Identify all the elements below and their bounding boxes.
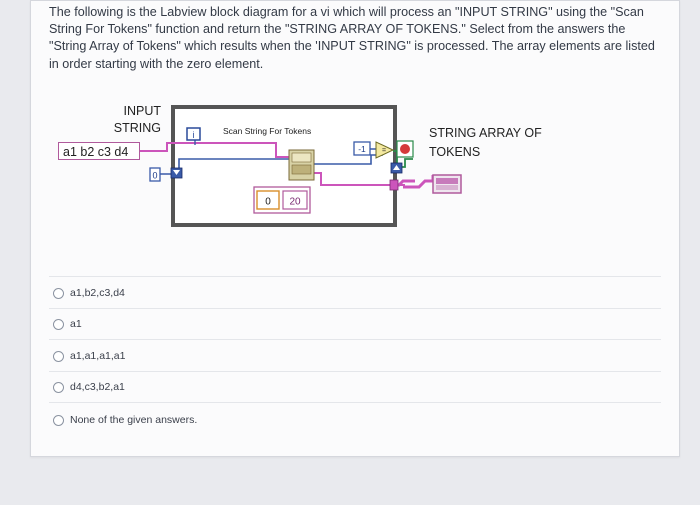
- shift-register-right-arrow: [393, 165, 400, 170]
- input-string-label: INPUT STRING: [101, 103, 161, 137]
- zero-constant-text: 0: [152, 171, 157, 181]
- shift-register-left-arrow: [173, 170, 180, 175]
- array-value-text: 20: [289, 197, 301, 208]
- input-string-control: a1 b2 c3 d4: [58, 142, 140, 160]
- answer-option-1[interactable]: a1,b2,c3,d4: [53, 284, 125, 302]
- divider: [49, 339, 661, 340]
- equal-comparison-node: [375, 141, 395, 159]
- iteration-terminal: [186, 127, 201, 141]
- input-string-wire: [140, 142, 289, 158]
- answer-option-label: a1,a1,a1,a1: [70, 350, 126, 362]
- radio-button[interactable]: [53, 287, 64, 299]
- answer-option-3[interactable]: a1,a1,a1,a1: [53, 347, 125, 365]
- block-diagram: INPUT STRING a1 b2 c3 d4 i Scan String F…: [53, 101, 542, 227]
- divider: [49, 276, 661, 277]
- indicator-inner-bottom: [436, 185, 458, 190]
- output-label-line1: STRING ARRAY OF: [429, 126, 542, 140]
- neg-one-constant-text: -1: [358, 144, 366, 154]
- answer-option-label: a1: [70, 318, 82, 330]
- question-text: The following is the Labview block diagr…: [49, 5, 655, 71]
- answer-option-5[interactable]: None of the given answers.: [53, 411, 197, 429]
- answer-option-2[interactable]: a1: [53, 315, 82, 333]
- divider: [49, 371, 661, 372]
- radio-button[interactable]: [53, 381, 64, 393]
- radio-button[interactable]: [53, 414, 64, 426]
- divider: [49, 402, 661, 403]
- input-label-line2: STRING: [113, 121, 161, 135]
- stop-terminal-icon: [400, 144, 410, 154]
- radio-button[interactable]: [53, 350, 64, 362]
- array-index-text: 0: [265, 197, 271, 208]
- token-wire: [311, 172, 405, 186]
- iteration-terminal-text: i: [193, 130, 195, 140]
- answer-option-label: None of the given answers.: [70, 414, 198, 426]
- equal-comparison-symbol: =: [382, 148, 386, 155]
- output-label-line2: TOKENS: [429, 145, 481, 159]
- function-label: Scan String For Tokens: [223, 126, 311, 136]
- answer-option-label: a1,b2,c3,d4: [70, 287, 125, 299]
- array-value-box: [282, 190, 308, 210]
- diagram-graphics: i Scan String For Tokens 0 -1 =: [140, 105, 462, 227]
- neg-one-constant: [353, 141, 371, 156]
- answer-option-4[interactable]: d4,c3,b2,a1: [53, 378, 125, 396]
- radio-button[interactable]: [53, 318, 64, 330]
- node-icon-top: [291, 152, 312, 163]
- array-index-box: [256, 190, 280, 210]
- input-label-line1: INPUT: [123, 104, 162, 118]
- answer-option-label: d4,c3,b2,a1: [70, 381, 125, 393]
- node-icon-bottom: [291, 164, 312, 175]
- zero-constant: [149, 167, 161, 182]
- question-card: The following is the Labview block diagr…: [30, 0, 680, 457]
- string-array-of-tokens-label: STRING ARRAY OF TOKENS: [429, 124, 569, 162]
- array-tunnel: [389, 179, 399, 191]
- divider: [49, 308, 661, 309]
- indicator-inner-top: [436, 178, 458, 184]
